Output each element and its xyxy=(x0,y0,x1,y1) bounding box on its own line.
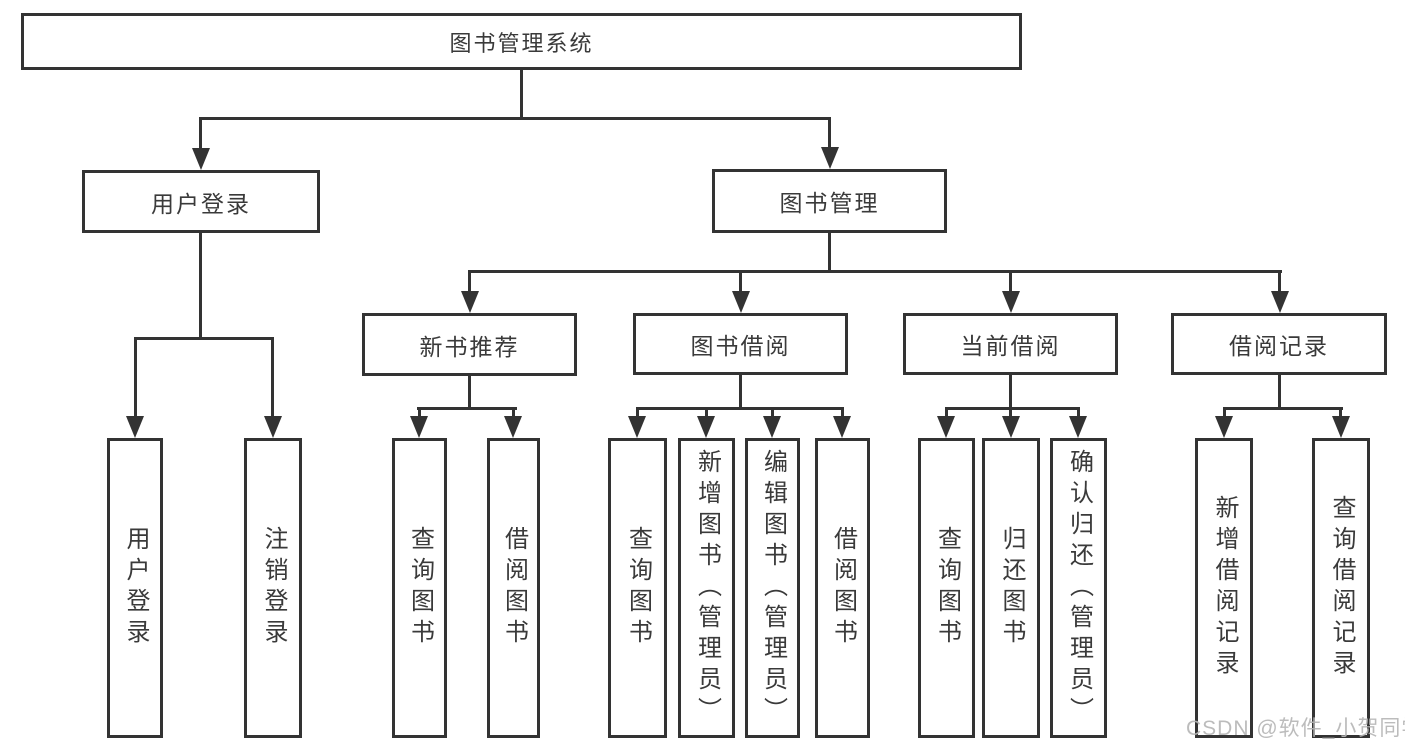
leaf-label: 借阅图书 xyxy=(829,526,857,650)
connector-line xyxy=(1223,407,1226,417)
leaf-label: 查询图书 xyxy=(624,526,652,650)
leaf-logout: 注销登录 xyxy=(244,438,302,738)
leaf-confirm-return-admin: 确认归还（管理员） xyxy=(1050,438,1107,738)
arrowhead-down xyxy=(264,416,282,438)
leaf-label: 注销登录 xyxy=(260,526,287,650)
leaf-label: 查询借阅记录 xyxy=(1328,495,1355,681)
connector-line xyxy=(1278,375,1281,410)
connector-line xyxy=(828,117,831,148)
connector-line xyxy=(739,270,742,292)
connector-line xyxy=(739,375,742,410)
connector-line xyxy=(418,407,421,417)
arrowhead-down xyxy=(821,147,839,169)
leaf-query-books-borrow: 查询图书 xyxy=(608,438,667,738)
arrowhead-down xyxy=(410,416,428,438)
arrowhead-down xyxy=(1332,416,1350,438)
arrowhead-down xyxy=(732,291,750,313)
csdn-watermark: CSDN @软件_小贺同学 xyxy=(1186,717,1405,740)
leaf-label: 归还图书 xyxy=(998,526,1025,650)
leaf-return-book: 归还图书 xyxy=(982,438,1040,738)
connector-line xyxy=(468,270,471,292)
leaf-query-books-current: 查询图书 xyxy=(918,438,975,738)
leaf-label: 用户登录 xyxy=(122,526,149,650)
connector-line xyxy=(1009,407,1012,417)
node-book-management: 图书管理 xyxy=(712,169,947,233)
node-borrow-records: 借阅记录 xyxy=(1171,313,1387,375)
connector-line xyxy=(520,70,523,118)
connector-line xyxy=(199,117,831,120)
connector-line xyxy=(945,407,948,417)
arrowhead-down xyxy=(937,416,955,438)
leaf-add-book-admin: 新增图书（管理员） xyxy=(678,438,735,738)
node-new-book-recommend: 新书推荐 xyxy=(362,313,577,376)
connector-line xyxy=(468,270,1282,273)
connector-line xyxy=(1339,407,1342,417)
arrowhead-down xyxy=(1215,416,1233,438)
connector-line xyxy=(468,375,471,410)
arrowhead-down xyxy=(763,416,781,438)
connector-line xyxy=(828,233,831,273)
arrowhead-down xyxy=(1069,416,1087,438)
leaf-borrow-books-recommend: 借阅图书 xyxy=(487,438,540,738)
connector-line xyxy=(417,407,517,410)
node-root: 图书管理系统 xyxy=(21,13,1022,70)
connector-line xyxy=(771,407,774,417)
node-user-login: 用户登录 xyxy=(82,170,320,233)
leaf-label: 新增借阅记录 xyxy=(1211,495,1238,681)
arrowhead-down xyxy=(697,416,715,438)
connector-line xyxy=(841,407,844,417)
connector-line xyxy=(1223,407,1343,410)
connector-line xyxy=(199,233,202,340)
leaf-label: 借阅图书 xyxy=(500,526,528,650)
arrowhead-down xyxy=(833,416,851,438)
arrowhead-down xyxy=(126,416,144,438)
connector-line xyxy=(705,407,708,417)
connector-line xyxy=(134,337,137,417)
arrowhead-down xyxy=(192,148,210,170)
arrowhead-down xyxy=(504,416,522,438)
connector-line xyxy=(1009,270,1012,292)
leaf-query-books-recommend: 查询图书 xyxy=(392,438,447,738)
leaf-label: 新增图书（管理员） xyxy=(693,448,721,728)
connector-line xyxy=(512,407,515,417)
leaf-edit-book-admin: 编辑图书（管理员） xyxy=(745,438,800,738)
connector-line xyxy=(1077,407,1080,417)
arrowhead-down xyxy=(628,416,646,438)
connector-line xyxy=(945,407,1080,410)
connector-line xyxy=(271,337,274,417)
leaf-user-login: 用户登录 xyxy=(107,438,163,738)
leaf-label: 查询图书 xyxy=(933,526,961,650)
leaf-label: 查询图书 xyxy=(406,526,434,650)
connector-line xyxy=(636,407,639,417)
leaf-label: 确认归还（管理员） xyxy=(1065,448,1093,728)
node-book-borrow: 图书借阅 xyxy=(633,313,848,375)
connector-line xyxy=(1009,375,1012,410)
node-current-borrow: 当前借阅 xyxy=(903,313,1118,375)
leaf-add-borrow-record: 新增借阅记录 xyxy=(1195,438,1253,738)
connector-line xyxy=(636,407,844,410)
arrowhead-down xyxy=(1002,416,1020,438)
connector-line xyxy=(1278,270,1281,292)
arrowhead-down xyxy=(1271,291,1289,313)
connector-line xyxy=(134,337,274,340)
leaf-label: 编辑图书（管理员） xyxy=(759,448,787,728)
connector-line xyxy=(199,117,202,148)
leaf-query-borrow-record: 查询借阅记录 xyxy=(1312,438,1370,738)
arrowhead-down xyxy=(461,291,479,313)
leaf-borrow-books: 借阅图书 xyxy=(815,438,870,738)
arrowhead-down xyxy=(1002,291,1020,313)
